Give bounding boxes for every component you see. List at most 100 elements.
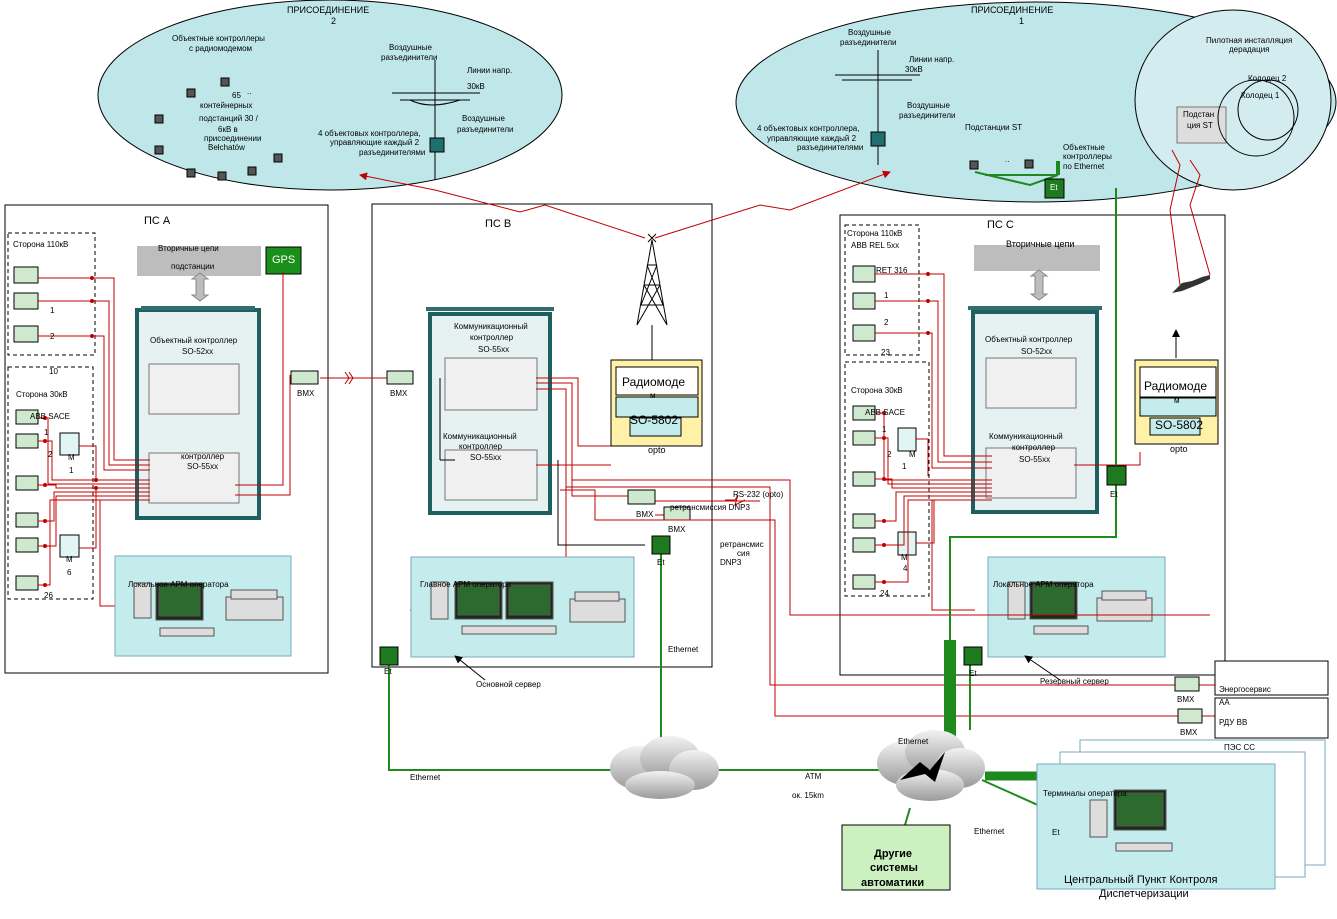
bottom-ethernet3: Ethernet	[974, 827, 1005, 836]
psb-title: ПС В	[485, 218, 512, 230]
pilot-substation1: Подстан	[1183, 110, 1215, 119]
psc-n23: 23	[881, 348, 890, 357]
other-label2: системы	[870, 862, 918, 874]
psc-n2b: 2	[887, 450, 892, 459]
psb-comm-b2: контроллер	[459, 442, 503, 451]
right-bmx2: BMX	[1180, 728, 1198, 737]
pilot-ellipse	[1134, 9, 1332, 191]
cpk-label1: Центральный Пункт Контроля	[1064, 874, 1218, 886]
psa-ctrl2: контроллер	[181, 452, 225, 461]
psa-m1: M	[68, 453, 75, 462]
pris2-air1: Воздушные	[389, 43, 432, 52]
atm-cloud-right	[877, 730, 985, 801]
psa-relay-2	[13, 292, 39, 310]
psb-retrans1: ретрансмиссия DNP3	[670, 503, 750, 512]
psc-m1n: 1	[902, 462, 907, 471]
psc-m1: M	[909, 450, 916, 459]
psc-antenna-icon	[1172, 275, 1210, 293]
psc-comm3: SO-55xx	[1019, 455, 1051, 464]
psc-m4: M	[901, 553, 908, 562]
other-label1: Другие	[874, 848, 912, 860]
cpk-workstation-icon	[1089, 789, 1173, 852]
psa-secondary: Вторичные цепи	[158, 244, 219, 253]
psb-opto: opto	[648, 445, 666, 455]
psb-rs232: RS-232 (opto)	[733, 490, 784, 499]
psc-arm: Локальное АРМ оператора	[993, 580, 1094, 589]
psa-m1-box	[59, 432, 80, 456]
aa-label: AA	[1219, 698, 1230, 707]
psc-et-box	[1106, 465, 1127, 486]
psb-retrans3: сия	[737, 549, 750, 558]
atm-cloud-left	[610, 736, 719, 799]
psb-comm2: контроллер	[470, 333, 514, 342]
psc-opto: opto	[1170, 444, 1188, 454]
pris2-obj-ctrl2: с радиомодемом	[189, 44, 253, 53]
psa-n2: 2	[50, 332, 55, 341]
pris2-subst5: Bełchatów	[208, 143, 245, 152]
psc-secondary-box	[974, 245, 1100, 271]
psa-m6-box	[59, 534, 80, 558]
pris1-et: Et	[1050, 183, 1058, 192]
pris1-number: 1	[1019, 16, 1025, 26]
psc-n24: 24	[880, 589, 889, 598]
psa-n26: 26	[44, 591, 53, 600]
psa-110-group	[7, 232, 96, 356]
psb-et: Et	[657, 558, 665, 567]
psb-server: Основной сервер	[476, 680, 541, 689]
psb-bmx: BMX	[390, 389, 408, 398]
psa-obj-model: SO-52xx	[182, 347, 214, 356]
right-bmx1: BMX	[1177, 695, 1195, 704]
psc-reserve: Резервный сервер	[1040, 677, 1109, 686]
aa-box	[1214, 697, 1329, 739]
psc-et: Et	[1110, 490, 1118, 499]
psc-comm1: Коммуникационный	[989, 432, 1063, 441]
psb-et-box-left	[379, 646, 399, 666]
pris2-title: ПРИСОЕДИНЕНИЕ	[287, 5, 370, 15]
psb-retrans2: ретрансмис	[720, 540, 764, 549]
psb-radio2: м	[650, 391, 656, 400]
pris2-line2: 30кВ	[467, 82, 485, 91]
cpk-label2: Диспетчеризации	[1099, 888, 1189, 900]
pilot-well2: Колодец 2	[1248, 74, 1287, 83]
rdu-label: РДУ ВВ	[1219, 718, 1248, 727]
pris1-air3: Воздушные	[907, 101, 950, 110]
psc-radio3: SO-5802	[1155, 418, 1204, 432]
psb-bmx3: BMX	[668, 525, 686, 534]
pris2-dots: ..	[247, 87, 252, 96]
psb-radio1: Радиомоде	[622, 375, 685, 389]
psc-secondary: Вторичные цепи	[1006, 239, 1075, 249]
psc-n1: 1	[884, 291, 889, 300]
bottom-ethernet1: Ethernet	[410, 773, 441, 782]
atm-label: ATM	[805, 772, 822, 781]
pes-label: ПЭС СС	[1224, 743, 1256, 752]
psc-et-box-left	[963, 646, 983, 666]
psa-side30: Сторона 30кВ	[16, 390, 68, 399]
pris1-obj1: Объектные	[1063, 143, 1105, 152]
pris2-air4: разъединители	[457, 125, 514, 134]
psa-arm: Локальное АРМ оператора	[128, 580, 229, 589]
psb-retrans4: DNP3	[720, 558, 742, 567]
pris1-line2: 30кВ	[905, 65, 923, 74]
psc-30-group	[844, 361, 930, 597]
pris1-air2: разъединители	[840, 38, 897, 47]
psa-abb: ABB SACE	[30, 412, 71, 421]
psa-relay-1	[13, 266, 39, 284]
pris1-four3: разъединителями	[797, 143, 864, 152]
pris1-obj3: по Ethernet	[1063, 162, 1105, 171]
pris2-air3: Воздушные	[462, 114, 505, 123]
psb-bmx2-box	[627, 489, 656, 505]
psc-radio2: м	[1174, 396, 1180, 405]
psc-n2: 2	[884, 318, 889, 327]
pris1-subst: Подстанции ST	[965, 123, 1023, 132]
energo-box	[1214, 660, 1329, 696]
psa-ctrl2-model: SO-55xx	[187, 462, 219, 471]
psc-radio1: Радиомоде	[1144, 379, 1207, 393]
psa-n1: 1	[50, 306, 55, 315]
psa-bmx: BMX	[297, 389, 315, 398]
gps-box	[265, 246, 302, 275]
energo-label: Энергосервис	[1219, 685, 1271, 694]
pris2-ellipse	[97, 0, 563, 191]
pris1-air4: разъединители	[899, 111, 956, 120]
